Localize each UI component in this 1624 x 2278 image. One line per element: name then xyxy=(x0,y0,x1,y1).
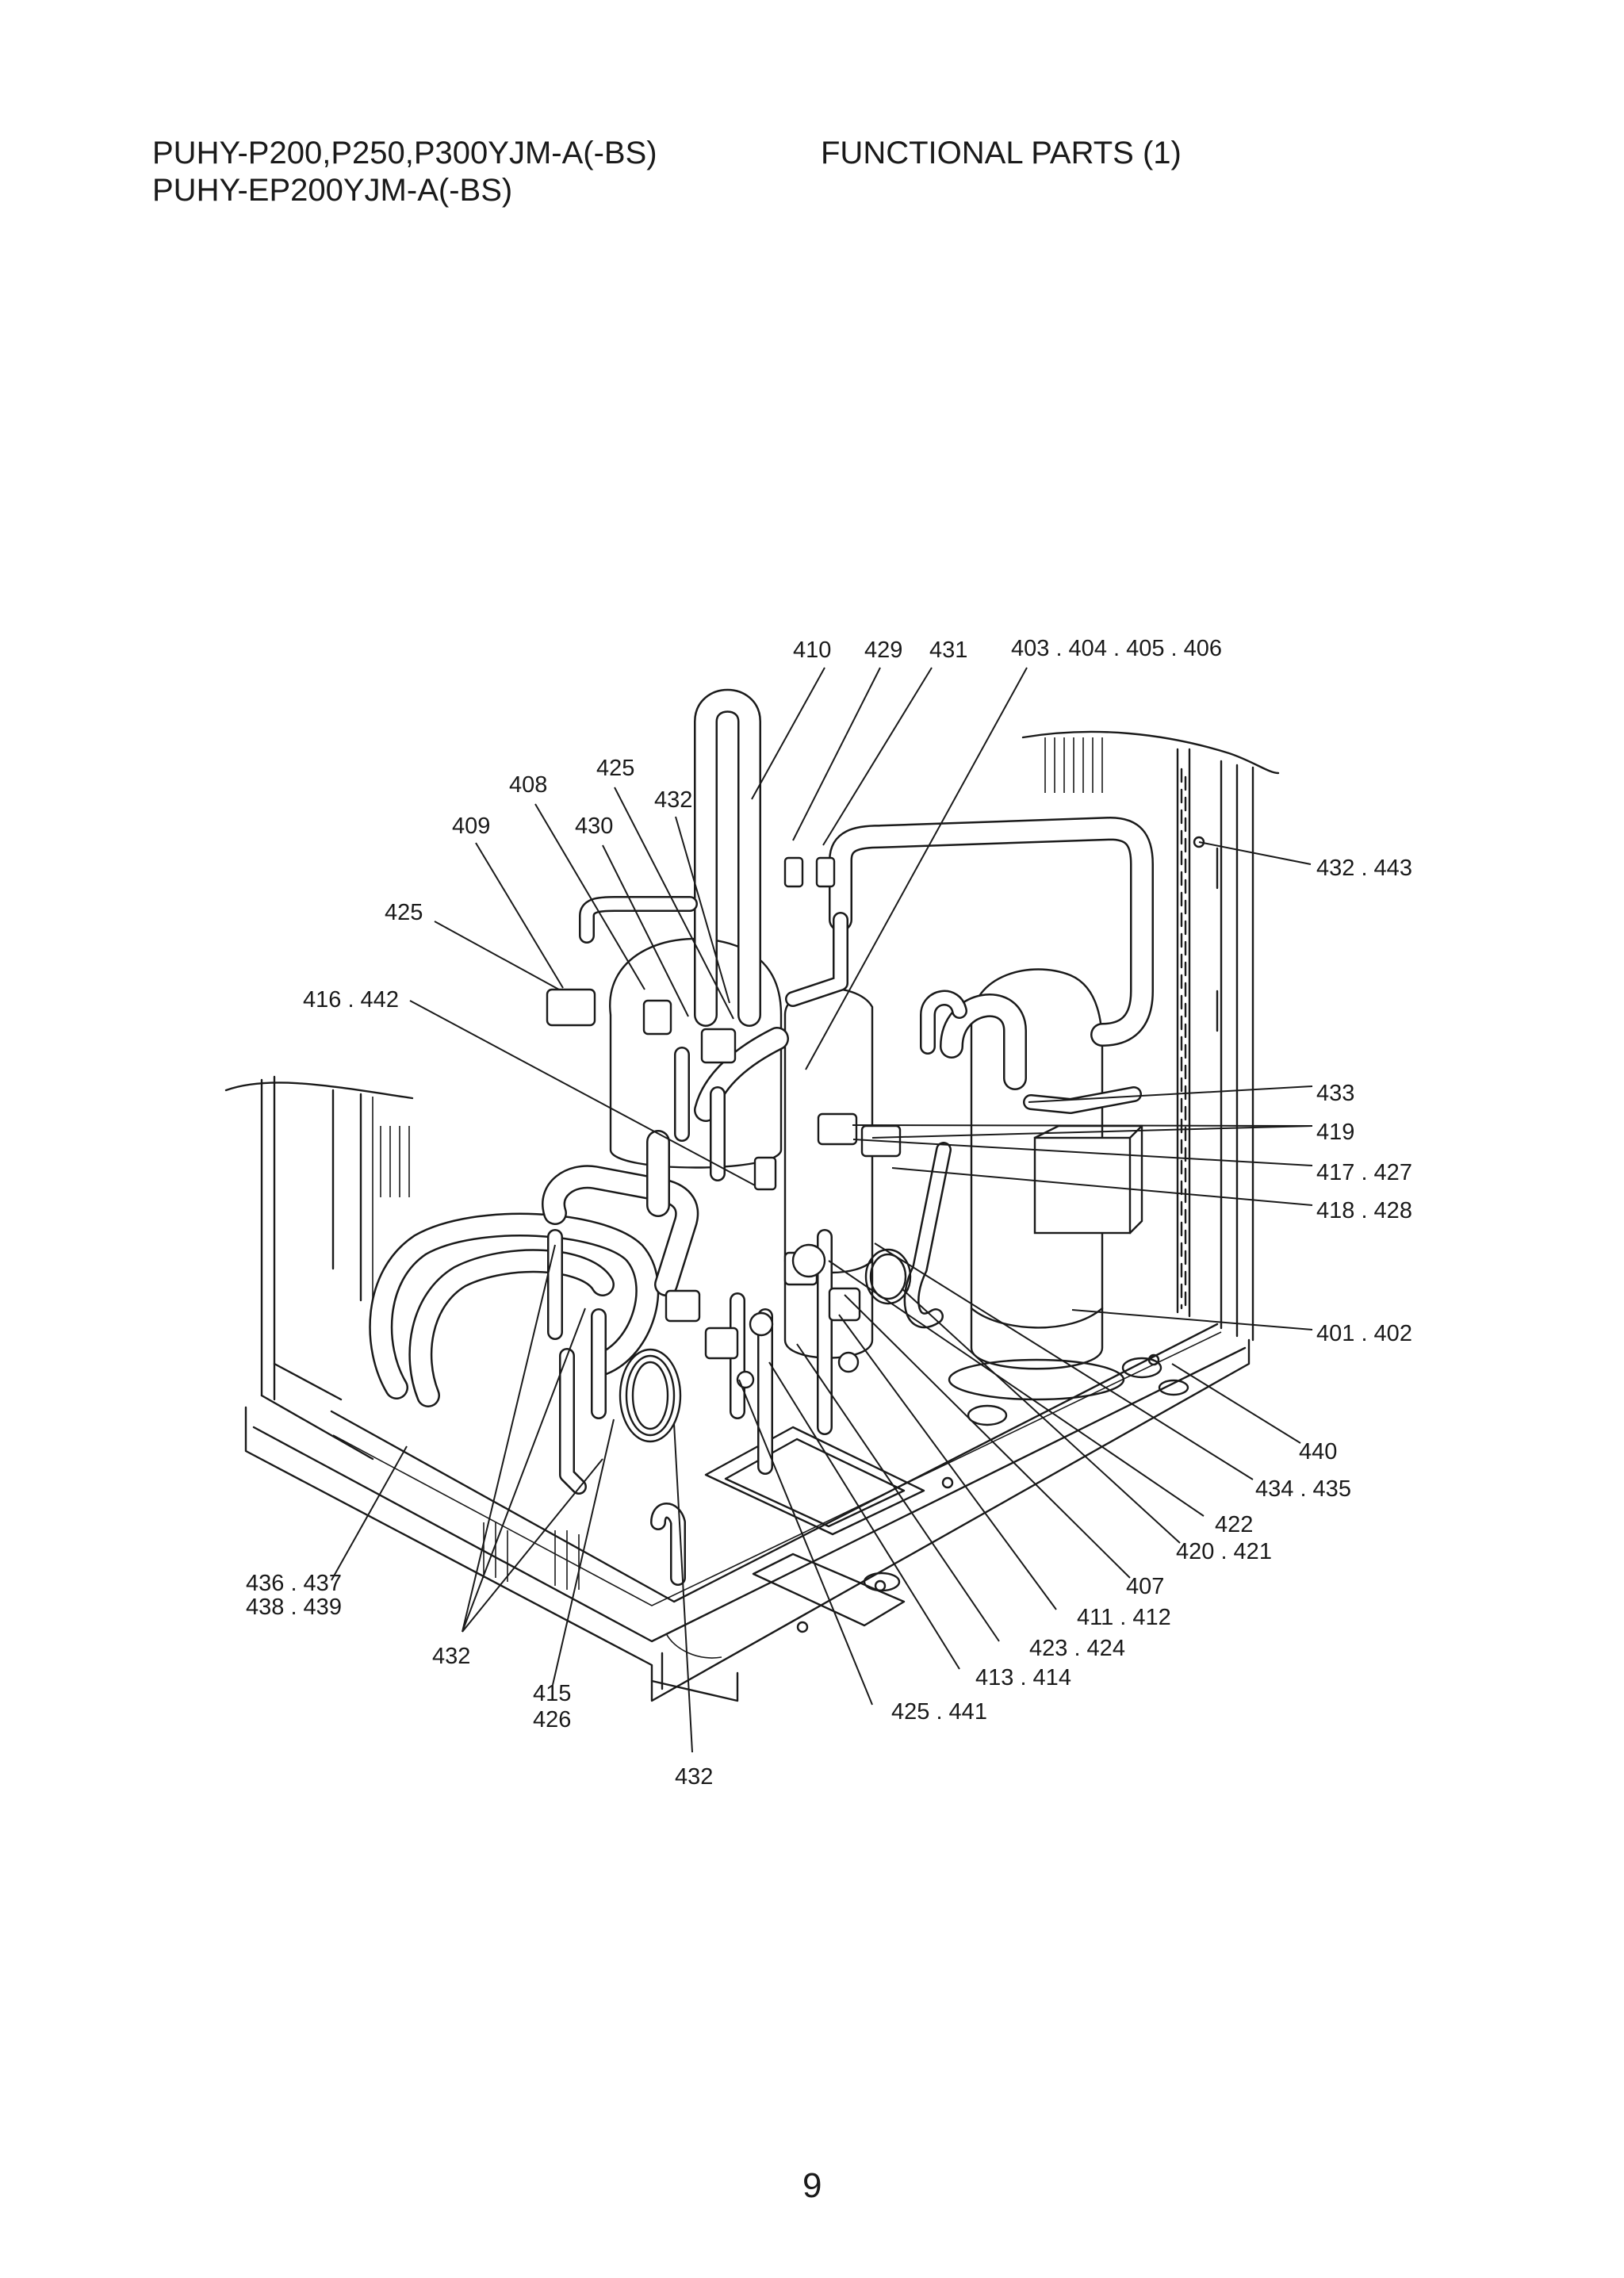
callout-401-402: 401 . 402 xyxy=(1316,1321,1412,1346)
pipe-runs xyxy=(369,688,1154,1407)
callout-433: 433 xyxy=(1316,1081,1354,1106)
callout-419: 419 xyxy=(1316,1120,1354,1145)
callout-436-437: 436 . 437 xyxy=(246,1571,342,1596)
callout-409: 409 xyxy=(452,814,490,839)
callout-425: 425 xyxy=(385,900,423,925)
callout-403-406: 403 . 404 . 405 . 406 xyxy=(1011,636,1222,661)
callout-430: 430 xyxy=(575,814,613,839)
unit-illustration xyxy=(224,688,1280,1702)
callout-425: 425 xyxy=(596,756,634,781)
callout-426: 426 xyxy=(533,1707,571,1732)
callout-407: 407 xyxy=(1126,1574,1164,1599)
callout-434-435: 434 . 435 xyxy=(1255,1476,1351,1502)
callout-422: 422 xyxy=(1215,1512,1253,1537)
callout-432: 432 xyxy=(675,1764,713,1790)
callout-425-441: 425 . 441 xyxy=(891,1699,987,1725)
callout-423-424: 423 . 424 xyxy=(1029,1636,1125,1661)
coils xyxy=(619,1248,912,1443)
callout-438-439: 438 . 439 xyxy=(246,1595,342,1620)
callout-417-427: 417 . 427 xyxy=(1316,1160,1412,1185)
callout-432-443: 432 . 443 xyxy=(1316,856,1412,881)
model-line-1: PUHY-P200,P250,P300YJM-A(-BS) xyxy=(152,136,657,170)
section-title: FUNCTIONAL PARTS (1) xyxy=(821,136,1182,170)
small-pipes xyxy=(547,896,1142,1586)
callout-431: 431 xyxy=(929,637,967,663)
page-number: 9 xyxy=(802,2166,822,2205)
callout-432: 432 xyxy=(654,787,692,813)
callout-416-442: 416 . 442 xyxy=(303,987,399,1013)
callout-415: 415 xyxy=(533,1681,571,1706)
heat-exchanger-panel xyxy=(1021,730,1280,1342)
callout-420-421: 420 . 421 xyxy=(1176,1539,1272,1564)
valves xyxy=(546,856,902,1389)
callout-413-414: 413 . 414 xyxy=(975,1665,1071,1690)
callout-410: 410 xyxy=(793,637,831,663)
callout-411-412: 411 . 412 xyxy=(1077,1605,1171,1630)
model-line-2: PUHY-EP200YJM-A(-BS) xyxy=(152,173,513,208)
left-side-panel xyxy=(224,1075,580,1590)
base-frame xyxy=(244,1323,1251,1702)
callout-408: 408 xyxy=(509,772,547,798)
leader-lines xyxy=(331,667,1313,1753)
callout-418-428: 418 . 428 xyxy=(1316,1198,1412,1223)
callout-440: 440 xyxy=(1299,1439,1337,1464)
callout-429: 429 xyxy=(864,637,902,663)
callout-labels: 410 429 431 403 . 404 . 405 . 406 425 40… xyxy=(246,636,1412,1790)
callout-432: 432 xyxy=(432,1644,470,1669)
